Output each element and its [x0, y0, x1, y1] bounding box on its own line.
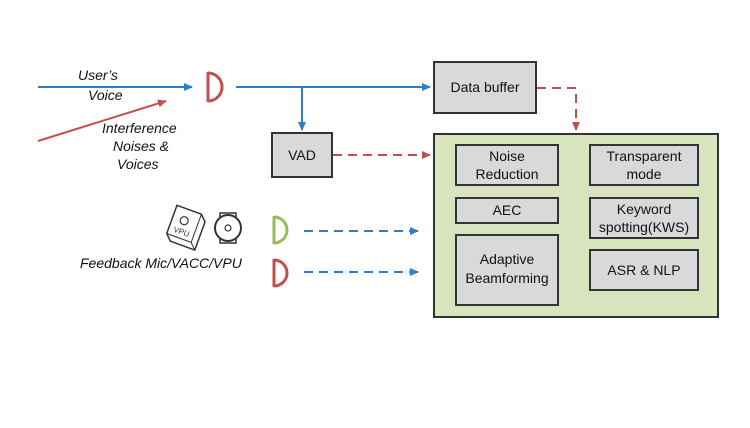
vad-label: VAD: [288, 147, 316, 163]
vad-box: [271, 132, 333, 178]
transparent-mode-label: Transparent: [607, 148, 682, 164]
user-voice-label-2: Voice: [88, 87, 123, 103]
data-buffer-label: Data buffer: [450, 79, 519, 95]
vpu-sensor-icon: VPU: [165, 204, 206, 252]
interference-arrow: [37, 99, 167, 142]
kws-label-2: spotting(KWS): [599, 219, 689, 235]
noise-reduction-label-2: Reduction: [475, 166, 538, 182]
kws-box: [589, 197, 699, 239]
beamforming-box: [455, 234, 559, 306]
noise-reduction-box: [455, 144, 559, 186]
noise-reduction-label: Noise: [489, 148, 525, 164]
interference-label-3: Voices: [117, 156, 159, 172]
main-microphone-icon: [206, 71, 224, 103]
transparent-mode-label-2: mode: [626, 166, 661, 182]
interference-label-2: Noises &: [113, 138, 169, 154]
asr-nlp-box: [589, 249, 699, 291]
data-buffer-box: [433, 61, 537, 114]
vacc-sensor-icon: [214, 212, 242, 244]
beamforming-label-2: Beamforming: [465, 270, 548, 286]
beamforming-label: Adaptive: [480, 251, 535, 267]
feedback-mic-green-icon: [272, 215, 289, 245]
kws-label: Keyword: [617, 201, 671, 217]
user-voice-label: User’s: [78, 67, 118, 83]
transparent-mode-box: [589, 144, 699, 186]
aec-label: AEC: [493, 202, 522, 218]
interference-label: Interference: [102, 120, 177, 136]
feedback-mic-red-icon: [272, 258, 289, 288]
asr-nlp-label: ASR & NLP: [607, 262, 680, 278]
aec-box: [455, 197, 559, 224]
buffer-to-panel-arrow: [537, 87, 580, 131]
feedback-label: Feedback Mic/VACC/VPU: [80, 255, 243, 271]
